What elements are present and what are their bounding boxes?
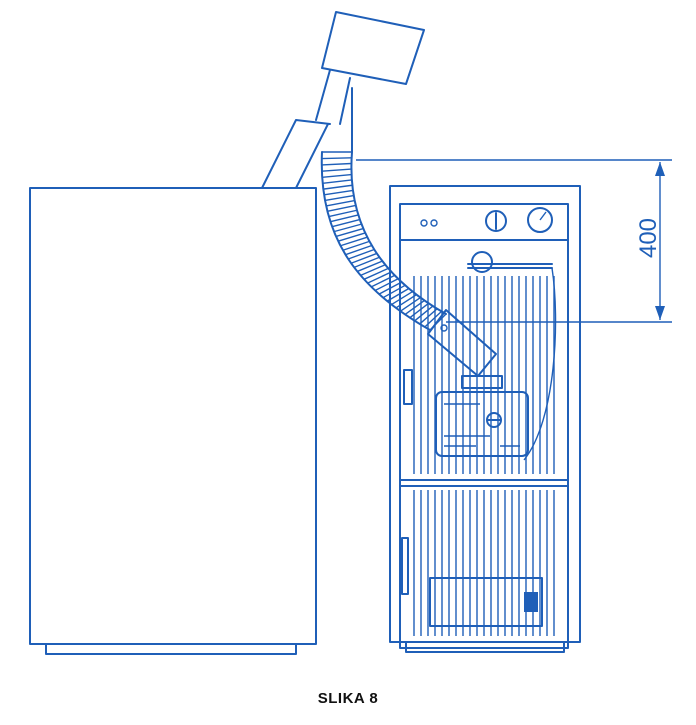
boiler <box>389 185 581 653</box>
hose-rib <box>330 214 359 223</box>
ash-box-latch <box>524 592 538 612</box>
hose-rib <box>328 209 358 218</box>
hose-rib <box>325 199 355 207</box>
hose-rib <box>357 260 383 273</box>
hose-rib <box>331 218 361 228</box>
hose-rib <box>340 236 368 247</box>
hose-rib <box>327 204 356 212</box>
hose-rib <box>400 297 421 312</box>
hose-rib <box>337 232 366 242</box>
hose-rib <box>324 194 354 202</box>
hose-rib <box>374 278 399 292</box>
hose-rib <box>323 184 353 190</box>
hose-rib <box>322 173 352 178</box>
boiler-fins-upper <box>413 276 555 474</box>
pellet-burner <box>435 375 529 457</box>
hose-rib <box>367 271 392 284</box>
hose-rib <box>345 244 373 256</box>
hose-rib <box>391 290 413 306</box>
boiler-installation-diagram: 400 <box>29 11 672 655</box>
hose-rib <box>321 168 352 172</box>
hose-rib <box>360 264 386 277</box>
hose-rib <box>342 240 370 251</box>
feeder-motor <box>315 11 425 153</box>
hose-rib <box>363 267 389 280</box>
hose-rib <box>353 256 380 269</box>
hose-rib <box>382 284 406 299</box>
hose-rib <box>321 162 352 166</box>
hose-rib <box>409 302 430 319</box>
hose-rib <box>321 157 352 160</box>
figure-caption: SLIKA 8 <box>317 690 379 707</box>
hose-rib <box>322 179 352 184</box>
boiler-fins-lower <box>413 490 555 636</box>
pellet-tank <box>29 119 331 655</box>
dimension-label: 400 <box>635 218 662 258</box>
hose-rib <box>414 305 434 322</box>
hose-rib <box>335 227 364 238</box>
hose-rib <box>333 223 362 233</box>
dimension-400: 400 <box>356 159 672 323</box>
hose-rib <box>348 248 375 260</box>
hose-rib <box>370 274 396 288</box>
hose-rib <box>323 189 354 196</box>
hose-rib <box>350 252 378 264</box>
